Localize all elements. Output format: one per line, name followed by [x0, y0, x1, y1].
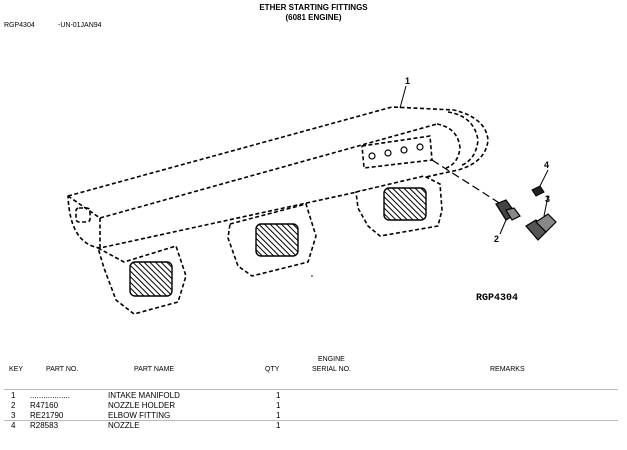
document-title: ETHER STARTING FITTINGS [259, 3, 368, 12]
figure-id: RGP4304 [4, 22, 35, 29]
row-key: 1 [11, 391, 16, 400]
row-key: 3 [11, 411, 16, 420]
header-key: KEY [9, 366, 24, 373]
row-key: 4 [11, 421, 16, 430]
assembly-path-line [431, 159, 505, 207]
header-remarks: REMARKS [490, 366, 525, 373]
callout-leaders [399, 85, 549, 235]
nozzle-part [531, 185, 545, 197]
speck-mark [311, 275, 313, 277]
elbow-fitting-part [525, 213, 557, 241]
row-part-no: R28583 [30, 421, 59, 430]
table-row: 1 .................. INTAKE MANIFOLD 1 [0, 391, 627, 401]
revision-code: -UN-01JAN94 [58, 22, 102, 29]
header-engine: ENGINE [318, 356, 345, 363]
callout-1: 1 [405, 76, 410, 86]
row-part-name: INTAKE MANIFOLD [108, 391, 180, 400]
row-qty: 1 [276, 401, 281, 410]
row-part-name: NOZZLE [108, 421, 140, 430]
row-key: 2 [11, 401, 16, 410]
row-divider [4, 420, 618, 421]
row-part-name: ELBOW FITTING [108, 411, 171, 420]
table-row: 4 R28583 NOZZLE 1 [0, 421, 627, 431]
row-part-no: RE21790 [30, 411, 64, 420]
row-part-name: NOZZLE HOLDER [108, 401, 176, 410]
header-part-no: PART NO. [46, 366, 79, 373]
row-qty: 1 [276, 421, 281, 430]
figure-label: RGP4304 [476, 293, 518, 304]
row-qty: 1 [276, 411, 281, 420]
table-divider [4, 389, 618, 390]
header-part-name: PART NAME [134, 366, 175, 373]
nozzle-holder-part [495, 199, 521, 221]
row-part-no: R47160 [30, 401, 59, 410]
callout-3: 3 [545, 194, 550, 204]
row-qty: 1 [276, 391, 281, 400]
table-row: 3 RE21790 ELBOW FITTING 1 [0, 411, 627, 421]
manifold-illustration: 1 4 3 2 RGP4304 [67, 76, 557, 315]
callout-4: 4 [544, 160, 549, 170]
row-part-no: .................. [30, 391, 71, 400]
header-qty: QTY [265, 366, 280, 373]
port-openings [129, 187, 427, 297]
table-row: 2 R47160 NOZZLE HOLDER 1 [0, 401, 627, 411]
callout-2: 2 [494, 234, 499, 244]
document-subtitle: (6081 ENGINE) [285, 13, 342, 22]
flange-bolt-holes [368, 143, 424, 160]
header-serial-no: SERIAL NO. [312, 366, 352, 373]
